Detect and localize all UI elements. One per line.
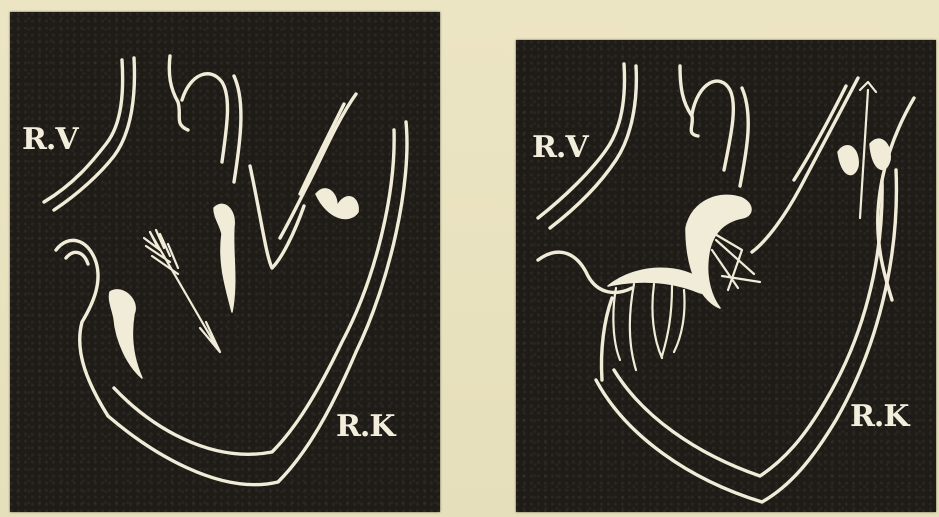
artery-right-line — [234, 76, 241, 182]
label-rk-right: R.K — [850, 402, 908, 432]
artery-top-line — [692, 81, 733, 170]
heart-drawing-right — [516, 40, 936, 512]
atrium-outer — [538, 252, 632, 292]
chordae-center — [708, 230, 760, 290]
ventricle-left-wall — [601, 298, 612, 380]
septum-line — [250, 166, 304, 268]
semilunar-valve — [316, 189, 358, 219]
label-rv-left: R.V — [22, 125, 78, 155]
chordae-left — [613, 284, 684, 370]
artery-right-line — [740, 88, 748, 186]
heart-diagram-right: R.V R.K — [516, 40, 936, 512]
label-rk-left: R.K — [336, 412, 394, 442]
center-valve — [214, 204, 235, 312]
pulmonary-inner — [794, 86, 846, 180]
left-valve-flap — [109, 290, 142, 378]
atrium-outer — [56, 240, 108, 416]
pulmonary-inner — [300, 104, 344, 194]
heart-diagram-left: R.V R.K — [10, 12, 440, 512]
artery-top-line — [182, 74, 227, 162]
label-rv-right: R.V — [532, 133, 588, 163]
heart-outer-right — [596, 170, 896, 502]
atrium-inner — [66, 252, 88, 264]
